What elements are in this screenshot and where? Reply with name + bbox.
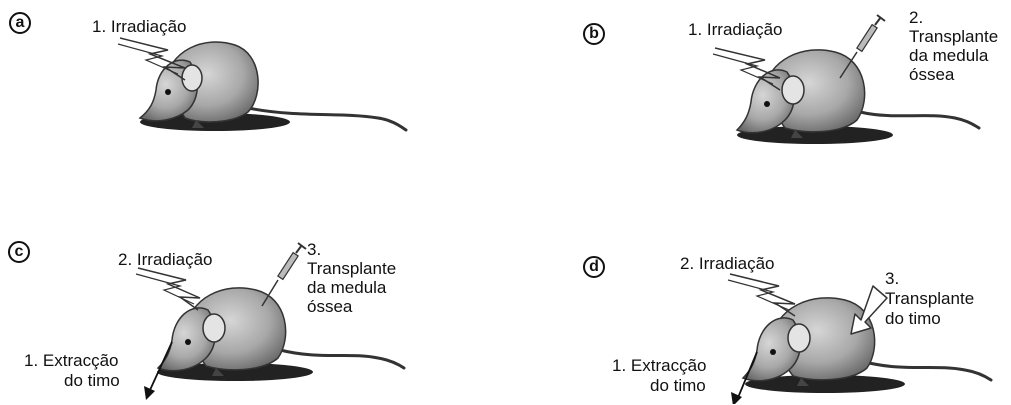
mouse-eye [770, 349, 776, 355]
transplant-label-line: do timo [885, 309, 941, 328]
transplant-label-line: da medula [307, 278, 386, 297]
syringe-icon [840, 15, 885, 78]
irradiation-label: 2. Irradiação [118, 250, 213, 269]
transplant-step-number: 3. [307, 240, 321, 259]
mouse-illustration [0, 0, 505, 202]
transplant-label-line: óssea [909, 65, 954, 84]
extraction-label-line: 1. Extracção [612, 356, 707, 375]
transplant-step-number: 3. [885, 269, 899, 288]
mouse-ear [182, 65, 202, 91]
transplant-label-line: Transplante [909, 27, 998, 46]
transplant-label-line: óssea [307, 297, 352, 316]
irradiation-label: 1. Irradiação [688, 20, 783, 39]
panel-b: b 1. Irradiação 2. Tra [505, 0, 1010, 202]
irradiation-bolt [136, 274, 194, 304]
transplant-label-line: Transplante [885, 289, 974, 308]
mouse-eye [764, 101, 770, 107]
mouse-tail [860, 112, 979, 128]
extraction-label-line: 1. Extracção [24, 351, 119, 370]
mouse-tail [280, 350, 404, 368]
irradiation-bolt [728, 280, 789, 310]
mouse-ear [782, 76, 804, 104]
syringe-icon [262, 243, 306, 306]
extraction-label-line: do timo [64, 371, 120, 390]
panel-a: a 1. Irradiação [0, 0, 505, 202]
mouse-ear [203, 314, 225, 342]
mouse-tail [865, 362, 991, 380]
panel-c: c [0, 202, 505, 404]
irradiation-bolt [118, 44, 178, 74]
extraction-label-line: do timo [650, 376, 706, 395]
mouse-eye [185, 339, 191, 345]
transplant-label-line: da medula [909, 46, 988, 65]
mouse-eye [165, 89, 171, 95]
irradiation-bolt [715, 48, 780, 90]
panel-d: d 2. Irradiação 3. [505, 202, 1010, 404]
mouse-ear [788, 324, 810, 352]
transplant-step-number: 2. [909, 8, 923, 27]
transplant-label-line: Transplante [307, 259, 396, 278]
irradiation-label: 1. Irradiação [92, 17, 187, 36]
irradiation-bolt [713, 54, 773, 84]
irradiation-label: 2. Irradiação [680, 254, 775, 273]
